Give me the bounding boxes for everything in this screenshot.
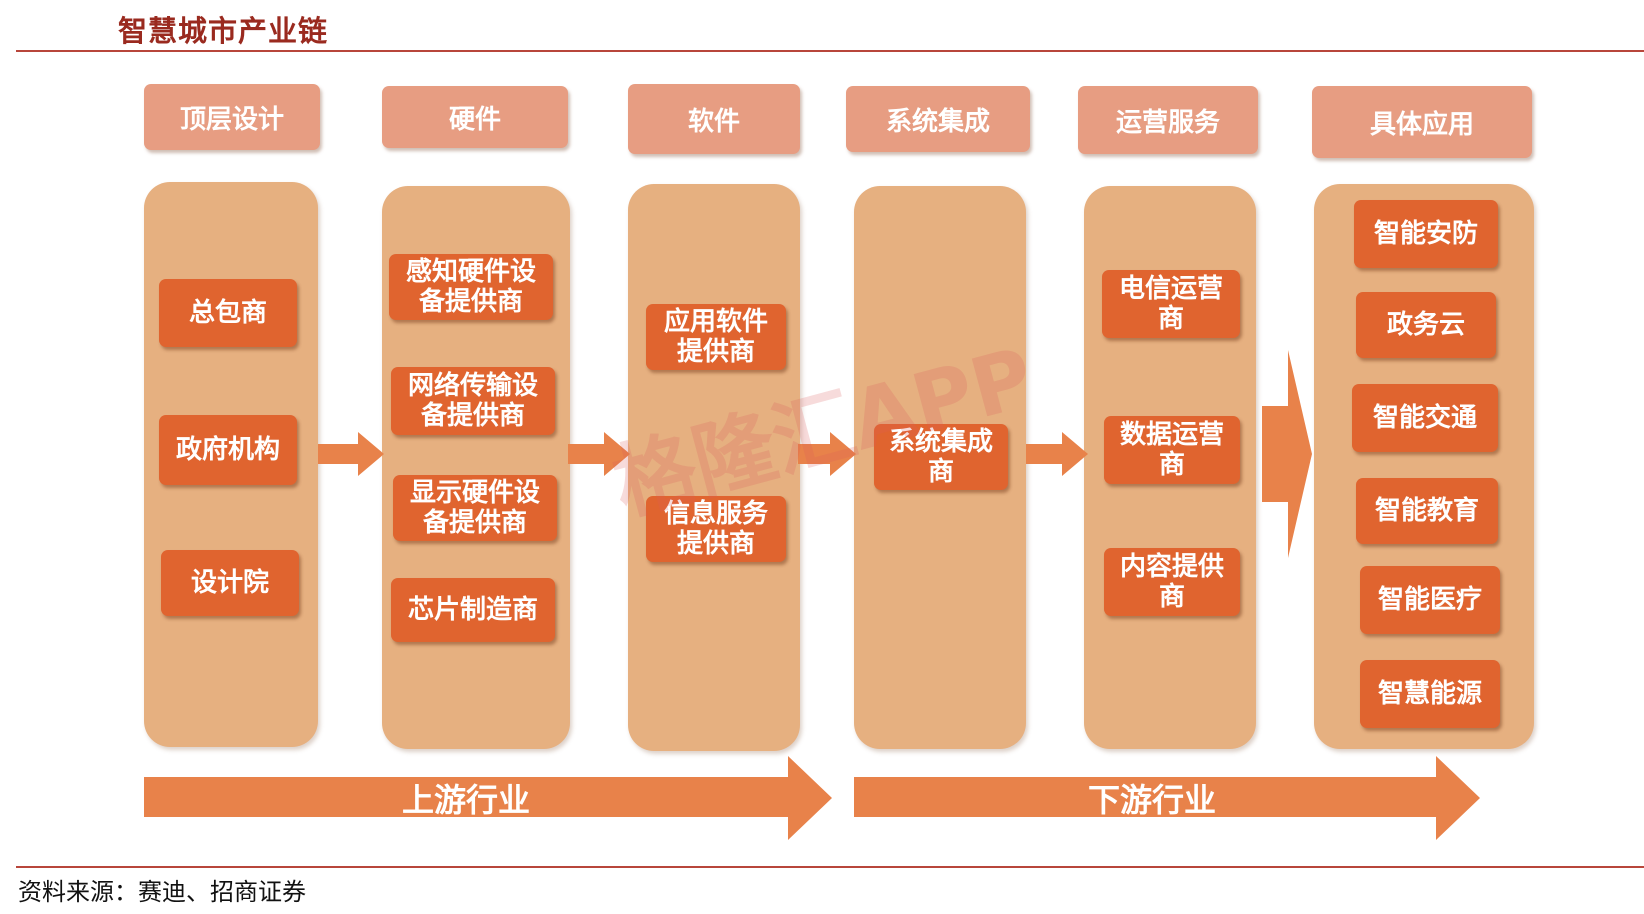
item-smart-education: 智能教育 (1356, 478, 1498, 544)
source-note: 资料来源：赛迪、招商证券 (18, 878, 306, 906)
item-smart-healthcare: 智能医疗 (1360, 566, 1500, 634)
upstream-banner-arrow (144, 756, 832, 840)
header-hardware: 硬件 (382, 86, 568, 148)
item-data-operator: 数据运营商 (1104, 416, 1240, 484)
top-divider (16, 50, 1644, 52)
header-applications: 具体应用 (1312, 86, 1532, 158)
panel-software (628, 184, 800, 751)
item-general-contractor: 总包商 (159, 279, 297, 347)
item-display-hardware-supplier: 显示硬件设备提供商 (393, 475, 557, 541)
item-design-institute: 设计院 (161, 550, 299, 616)
header-top-level-design: 顶层设计 (144, 84, 320, 150)
item-smart-transportation: 智能交通 (1352, 384, 1498, 452)
item-sensing-hardware-supplier: 感知硬件设备提供商 (389, 254, 553, 320)
flow-arrow-3 (798, 432, 856, 476)
flow-arrow-1 (318, 432, 384, 476)
page-title: 智慧城市产业链 (118, 14, 329, 48)
downstream-label: 下游行业 (1088, 781, 1217, 819)
flow-arrow-4 (1026, 432, 1088, 476)
item-smart-energy: 智慧能源 (1360, 660, 1500, 728)
item-content-provider: 内容提供商 (1104, 548, 1240, 616)
header-software: 软件 (628, 84, 800, 154)
item-system-integrator: 系统集成商 (874, 424, 1008, 490)
header-operation-services: 运营服务 (1078, 86, 1258, 154)
downstream-banner-arrow (854, 756, 1480, 840)
item-telecom-operator: 电信运营商 (1102, 270, 1240, 338)
flow-arrow-large (1262, 350, 1312, 558)
header-system-integration: 系统集成 (846, 86, 1030, 152)
item-government-agency: 政府机构 (159, 415, 297, 485)
item-application-software-supplier: 应用软件提供商 (646, 304, 786, 370)
panel-applications (1314, 184, 1534, 749)
item-smart-security: 智能安防 (1354, 200, 1498, 268)
bottom-divider (16, 866, 1644, 868)
flow-arrow-2 (568, 432, 630, 476)
item-information-service-supplier: 信息服务提供商 (646, 496, 786, 562)
item-government-cloud: 政务云 (1356, 292, 1496, 358)
upstream-label: 上游行业 (402, 781, 531, 819)
item-chip-manufacturer: 芯片制造商 (391, 578, 555, 642)
item-network-equipment-supplier: 网络传输设备提供商 (391, 367, 555, 435)
